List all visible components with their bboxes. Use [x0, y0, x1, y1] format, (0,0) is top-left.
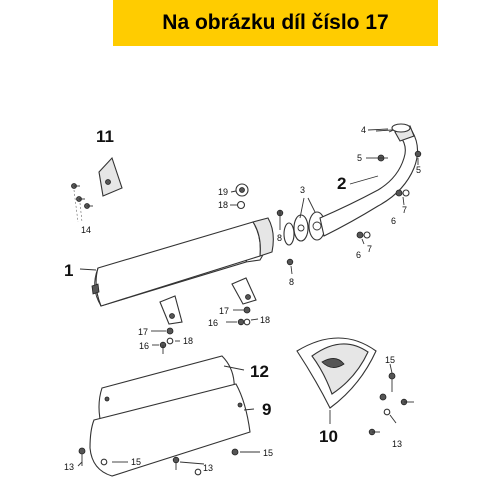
label-5a: 5: [357, 153, 362, 163]
exhaust-pipe: [319, 125, 419, 237]
lower-fasteners: [78, 372, 414, 476]
label-15b: 15: [131, 457, 141, 467]
label-10: 10: [319, 427, 338, 446]
heat-shield-lower: [89, 355, 251, 477]
leader-lines: [77, 128, 419, 467]
flange-gaskets: [283, 211, 326, 246]
label-16a: 16: [139, 341, 149, 351]
part-labels: 1 2 3 4 5 5 6 6 7 7 8 8 9 10 11 12 13 13…: [64, 125, 421, 473]
label-15a: 15: [385, 355, 395, 365]
label-6a: 6: [391, 216, 396, 226]
label-4: 4: [361, 125, 366, 135]
label-14: 14: [81, 225, 91, 235]
label-8b: 8: [289, 277, 294, 287]
label-6b: 6: [356, 250, 361, 260]
label-15c: 15: [263, 448, 273, 458]
muffler: [91, 217, 274, 325]
label-16b: 16: [208, 318, 218, 328]
label-13b: 13: [203, 463, 213, 473]
screws-14: [71, 183, 93, 223]
label-5b: 5: [416, 165, 421, 175]
label-13a: 13: [64, 462, 74, 472]
clamp-4: [375, 123, 411, 133]
fasteners: [159, 150, 422, 354]
label-17a: 17: [138, 327, 148, 337]
label-18c: 18: [218, 200, 228, 210]
label-17b: 17: [219, 306, 229, 316]
label-1: 1: [64, 261, 73, 280]
label-12: 12: [250, 362, 269, 381]
label-18b: 18: [260, 315, 270, 325]
label-3: 3: [300, 185, 305, 195]
label-8a: 8: [277, 233, 282, 243]
label-9: 9: [262, 400, 271, 419]
end-cap: [296, 337, 377, 409]
heat-shield-bracket: [98, 156, 123, 197]
title-banner: Na obrázku díl číslo 17: [113, 0, 438, 46]
label-2: 2: [337, 174, 346, 193]
page-title: Na obrázku díl číslo 17: [162, 11, 389, 34]
label-11: 11: [96, 127, 114, 146]
label-19: 19: [218, 187, 228, 197]
label-13c: 13: [392, 439, 402, 449]
label-7a: 7: [402, 205, 407, 215]
label-7b: 7: [367, 244, 372, 254]
label-18a: 18: [183, 336, 193, 346]
